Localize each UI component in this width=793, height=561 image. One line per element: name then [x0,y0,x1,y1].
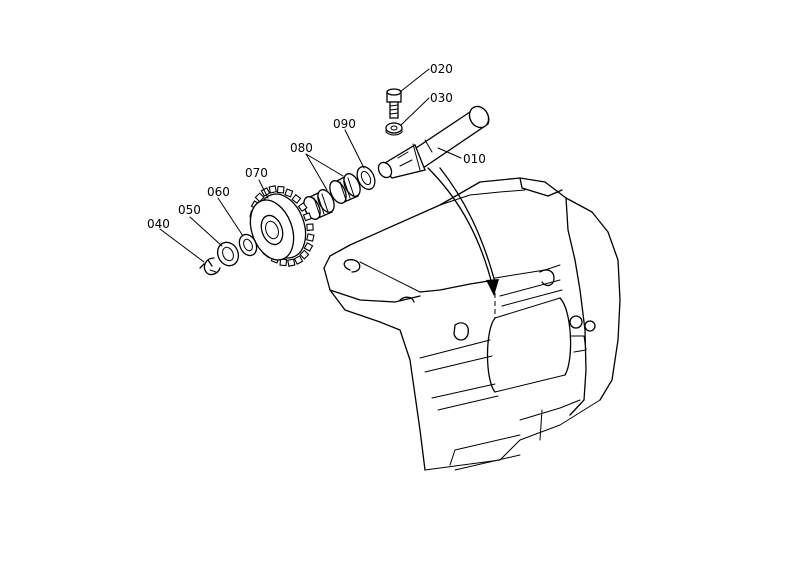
leader-lines [159,68,462,263]
label-080: 080 [290,141,313,155]
label-070: 070 [245,166,268,180]
washer-050 [216,241,240,267]
gear-tooth [268,185,277,194]
gear-tooth [299,249,310,260]
gear-tooth [254,192,265,203]
gear-tooth [276,185,285,194]
label-010: 010 [463,152,486,166]
gear-070 [249,185,315,267]
label-090: 090 [333,117,356,131]
gear-tooth [297,202,308,213]
label-030: 030 [430,91,453,105]
part-labels: 020 030 010 090 080 070 060 050 040 [147,62,486,231]
label-060: 060 [207,185,230,199]
label-050: 050 [178,203,201,217]
gear-tooth [291,193,302,204]
washer-030 [385,122,403,136]
gear-tooth [306,233,315,242]
gear-tooth [284,188,294,198]
snap-ring-040 [199,257,221,276]
insertion-arrow [427,167,499,296]
gear-tooth [302,212,312,222]
bolt-020 [386,88,402,119]
needle-bearing-080a [329,173,361,204]
gear-tooth [306,223,314,231]
transmission-housing [323,177,621,471]
gear-tooth [303,242,314,252]
washer-060 [238,233,258,257]
gear-tooth [287,258,296,267]
shaft-010 [377,105,490,179]
label-020: 020 [430,62,453,76]
gear-tooth [293,255,304,265]
needle-bearing-080b [303,189,335,220]
thrust-washer-090 [356,165,376,191]
label-040: 040 [147,217,170,231]
